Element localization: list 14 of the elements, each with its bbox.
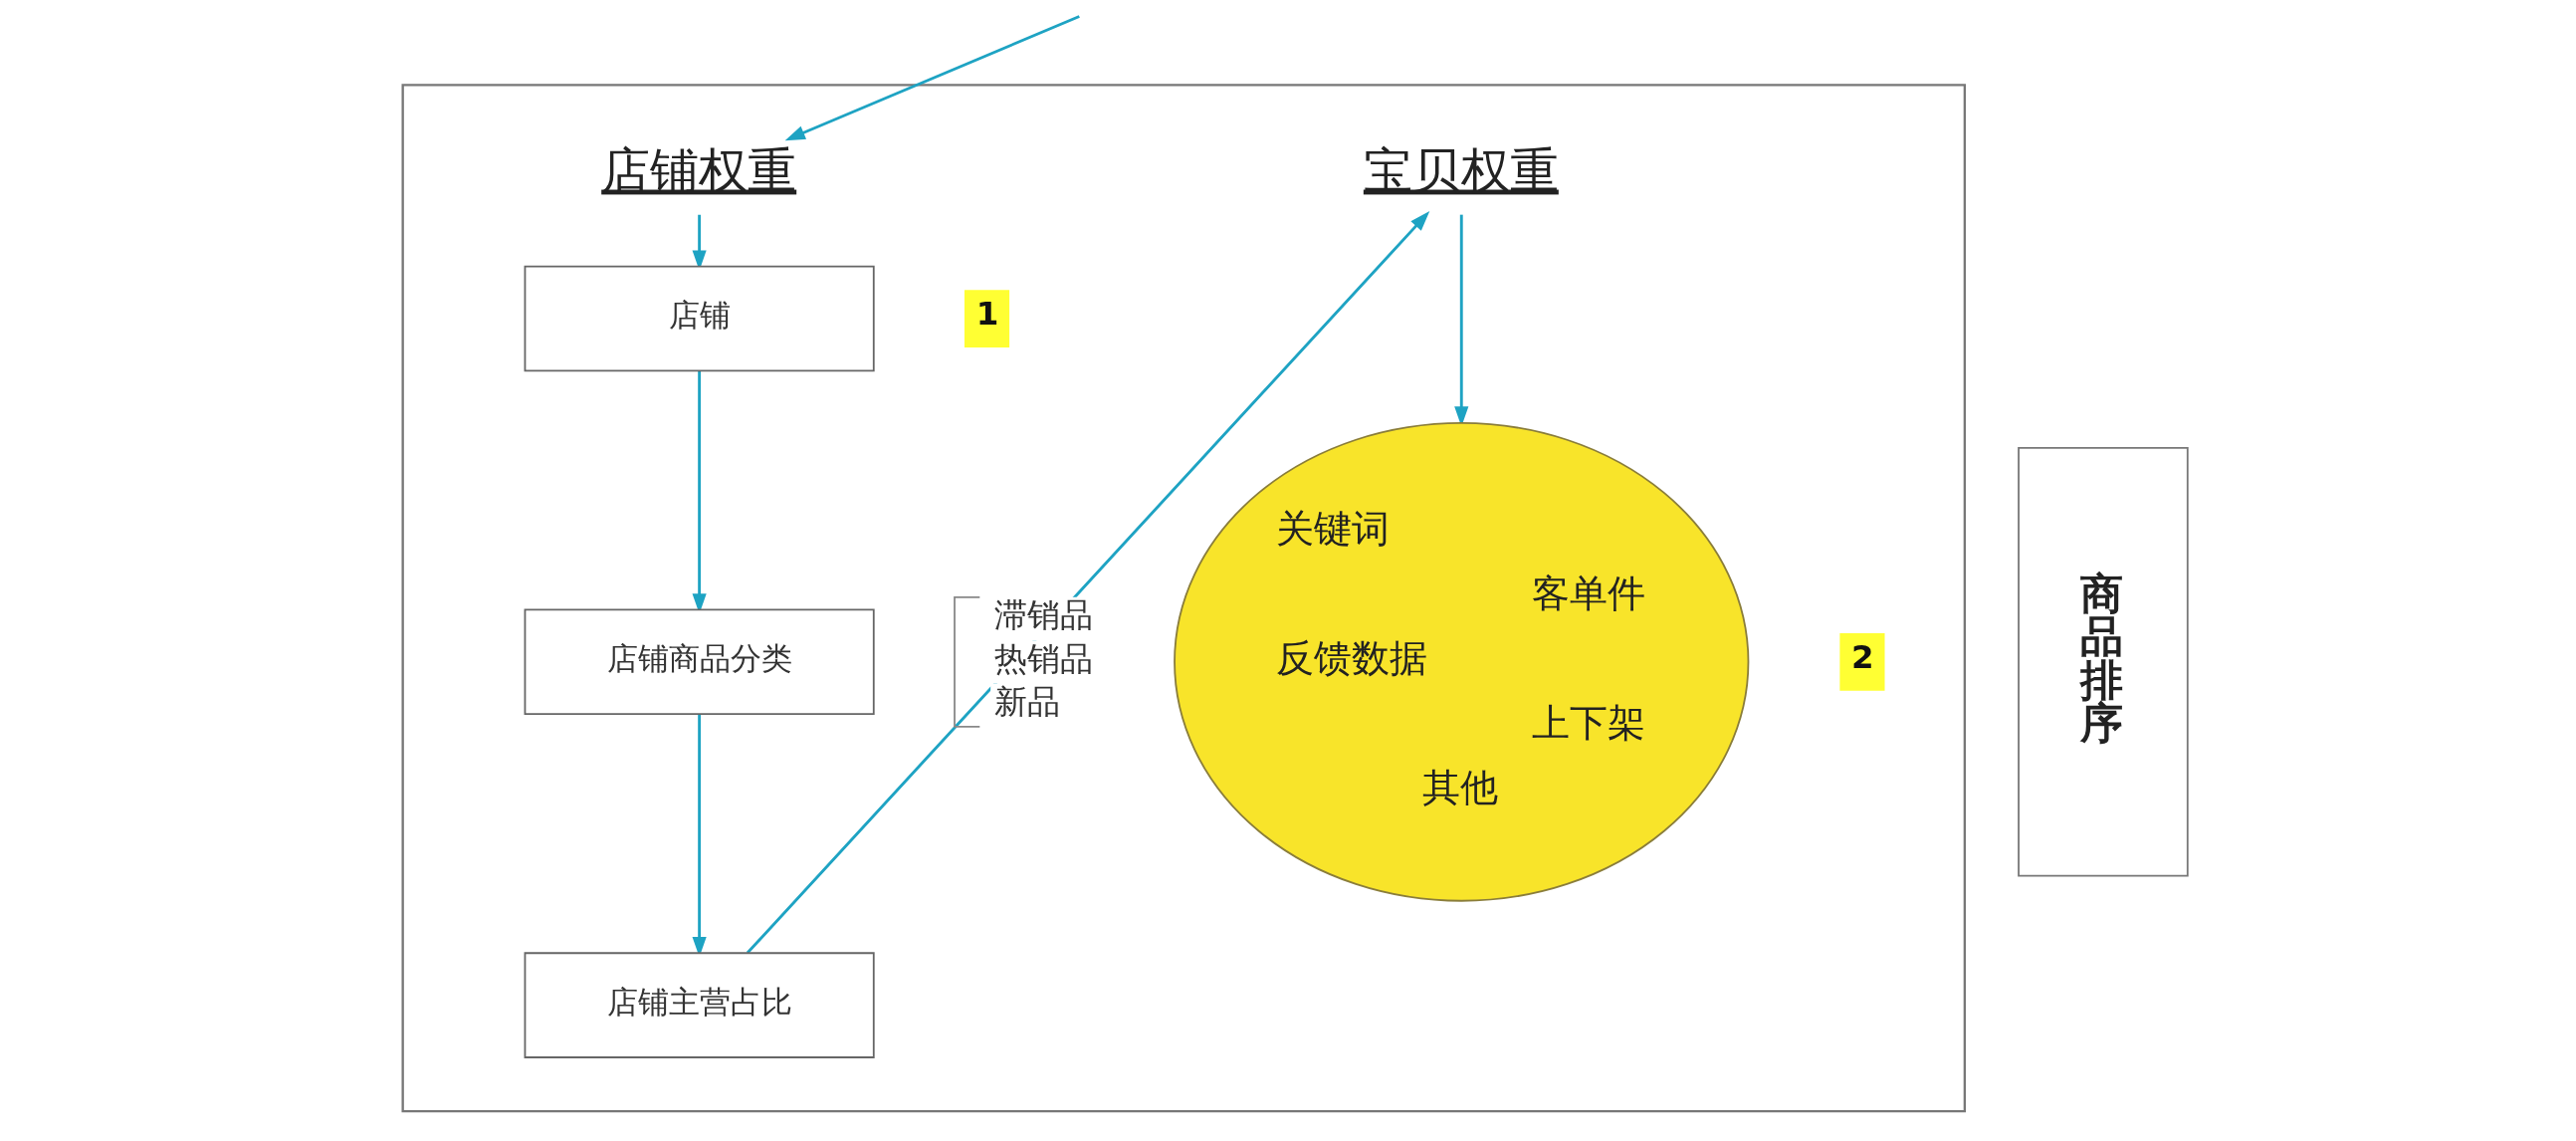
node-box: 商品排序 xyxy=(2018,447,2189,877)
cluster xyxy=(401,84,1967,1113)
node-label: 新品 xyxy=(993,683,1060,722)
arrow xyxy=(784,15,1080,141)
node-label: 滞销品 xyxy=(993,596,1093,635)
node-text: 店铺权重 xyxy=(601,141,797,198)
label: 1 xyxy=(975,295,999,334)
node-box: 店铺商品分类 xyxy=(524,608,875,716)
node-label: 热销品 xyxy=(993,639,1093,678)
node-box: 店铺 xyxy=(524,265,875,372)
node-box: 店铺主营占比 xyxy=(524,952,875,1058)
node-ellipse: 关键词 客单件 反馈数据 上下架 其他 xyxy=(1174,422,1750,902)
node-text: 宝贝权重 xyxy=(1363,141,1559,198)
label: 2 xyxy=(1851,637,1874,676)
